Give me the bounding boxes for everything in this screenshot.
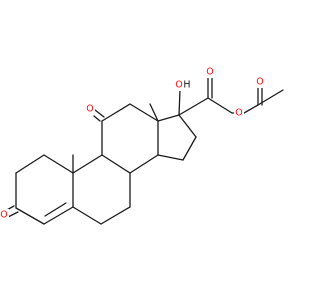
bond-c16-c15 [182, 136, 197, 161]
bond-o-c-ester [243, 104, 259, 114]
bond-c17-c20 [178, 97, 209, 116]
bond-c9-c8 [101, 154, 131, 174]
molecule-diagram: O O O H O O O [0, 66, 284, 225]
bond-c14-c8 [129, 154, 159, 174]
bond-c5-c4 [43, 206, 74, 225]
bond-c13-methyl [149, 103, 159, 122]
bond-c7-c6 [100, 206, 131, 225]
bond-c13-c17 [157, 114, 180, 122]
bond-c4-c5-double [44, 202, 67, 217]
bond-c4-c3 [15, 207, 45, 225]
bond-c20-c21 [207, 97, 233, 114]
bond-c17-c16 [178, 114, 197, 138]
atom-o-ester-carbonyl: O [256, 77, 263, 88]
bond-c1-c10 [43, 154, 74, 174]
label-layer: O O O H O O O [0, 66, 265, 221]
bond-c17-oh [178, 89, 181, 116]
atom-h-hydroxyl17: H [183, 80, 190, 91]
bond-c11-o-b [94, 109, 105, 118]
bond-c11-o-a [93, 115, 101, 122]
atom-o-hydroxyl17: O [175, 80, 182, 91]
structure-canvas: O O O H O O O [0, 66, 284, 225]
bond-c15-c14 [157, 154, 184, 161]
bond-c6-c5 [72, 206, 102, 225]
bond-c11-c12 [101, 103, 131, 122]
bond-ester-ch2 [257, 89, 284, 106]
bond-layer [4, 77, 284, 225]
atom-o-ketone11: O [86, 104, 93, 115]
bond-c3-o-b [7, 211, 19, 218]
bond-c10-c9 [72, 154, 103, 174]
atom-o-ester-bridge: O [235, 108, 242, 119]
atom-o-ketone3: O [0, 210, 7, 221]
bond-c2-c1 [15, 154, 45, 174]
bond-c12-c13 [129, 103, 159, 122]
atom-o-ketone20: O [206, 67, 213, 78]
